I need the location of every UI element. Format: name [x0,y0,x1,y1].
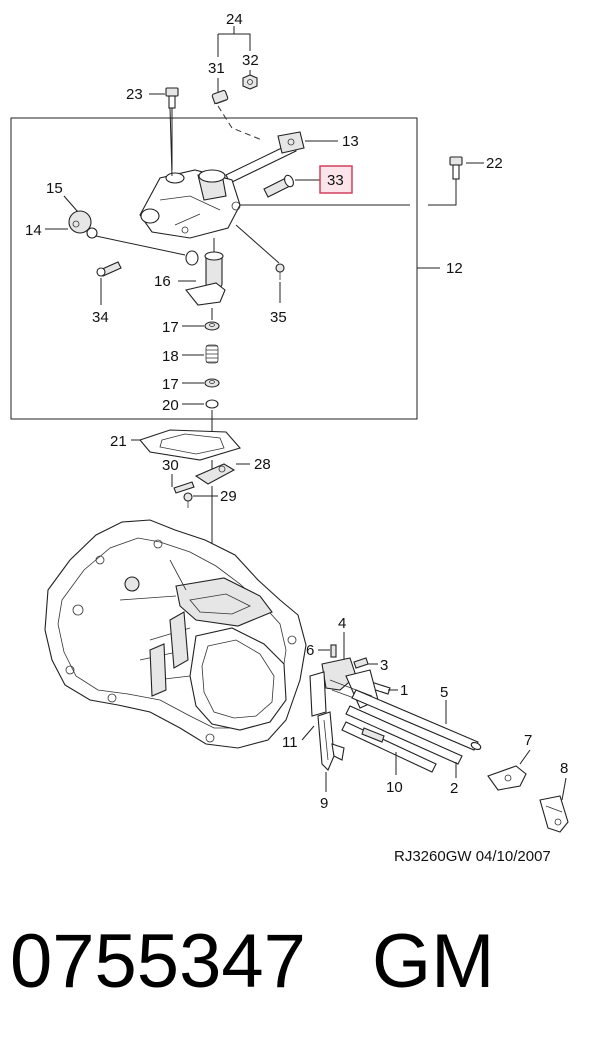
part-10-shift-rail [341,721,437,773]
part-23-bolt [165,87,179,170]
part-29-bolt [183,492,193,508]
callout-22: 22 [486,155,503,172]
part-16-select-fork [185,250,226,306]
callout-4: 4 [338,615,346,632]
callout-24: 24 [226,11,243,28]
part-17-washer-upper [204,321,220,331]
part-28-plate [194,463,236,485]
callout-31: 31 [208,60,225,77]
part-shift-fork-assembly [309,657,379,717]
callout-2: 2 [450,780,458,797]
callout-15: 15 [46,180,63,197]
callout-5: 5 [440,684,448,701]
callout-17-upper: 17 [162,319,179,336]
callout-30: 30 [162,457,179,474]
part-13-shift-rod [225,131,305,184]
part-3-pin [353,657,369,669]
callout-35: 35 [270,309,287,326]
callout-9: 9 [320,795,328,812]
callout-32: 32 [242,52,259,69]
callout-1: 1 [400,682,408,699]
callout-33: 33 [327,172,344,189]
part-21-gasket [139,429,241,461]
part-shift-cover-housing [139,169,241,239]
part-17-washer-lower [204,378,220,388]
part-34-bolt [96,261,122,277]
part-14-15-ball-joint [68,210,98,239]
highlight-box-33 [319,165,353,194]
callout-6: 6 [306,642,314,659]
callout-17-lower: 17 [162,376,179,393]
part-22-bolt [449,156,463,180]
callout-8: 8 [560,760,568,777]
callout-18: 18 [162,348,179,365]
callout-3: 3 [380,657,388,674]
part-32-nut [242,74,258,90]
part-7-lever [487,765,527,791]
callout-29: 29 [220,488,237,505]
callout-34: 34 [92,309,109,326]
callout-12: 12 [446,260,463,277]
part-5-shift-rail [351,689,482,751]
callout-23: 23 [126,86,143,103]
part-30-screw [173,481,195,494]
callout-16: 16 [154,273,171,290]
callout-7: 7 [524,732,532,749]
callout-13: 13 [342,133,359,150]
part-number: 0755347 [10,919,306,1004]
part-8-bracket [539,795,569,833]
part-33-pin [263,174,294,198]
callout-14: 14 [25,222,42,239]
part-9-shift-fork [317,711,345,771]
part-20-clip [205,399,219,409]
part-35-pin [275,263,285,280]
part-31-bolt [211,89,229,105]
part-6-pin [330,644,337,658]
drawing-code: RJ3260GW 04/10/2007 [394,848,551,865]
callout-20: 20 [162,397,179,414]
brand-name: GM [372,919,494,1004]
callout-21: 21 [110,433,127,450]
callout-11: 11 [282,734,298,751]
callout-10: 10 [386,779,403,796]
callout-group-24: 24 [217,11,251,57]
callout-28: 28 [254,456,271,473]
transmission-case [44,519,307,749]
part-18-spring [205,344,219,364]
part-2-shift-rail [345,705,463,765]
